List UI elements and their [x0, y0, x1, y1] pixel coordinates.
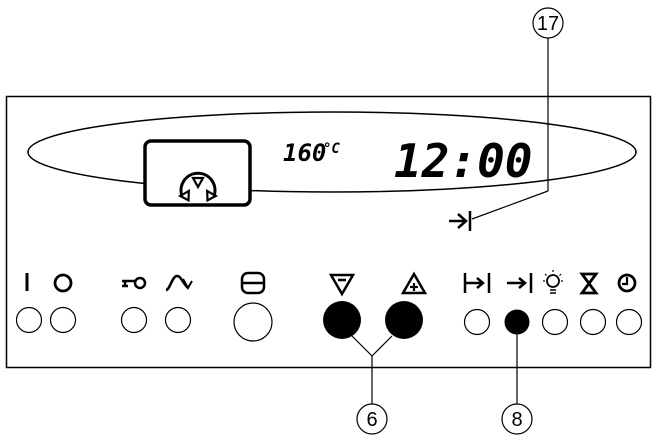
- light-button[interactable]: [541, 308, 569, 336]
- rapid-heat-button[interactable]: [164, 306, 192, 334]
- oven-function-icon: [240, 271, 266, 295]
- svg-text:8: 8: [511, 409, 522, 431]
- end-time-indicator-icon: [449, 211, 472, 231]
- duration-icon: [463, 273, 491, 293]
- callout-17: 17: [471, 7, 564, 220]
- svg-text:6: 6: [366, 409, 377, 431]
- mode-display-box: [143, 139, 252, 207]
- rapid-heat-icon: [165, 274, 193, 292]
- on-button[interactable]: [15, 306, 43, 334]
- end-time-button[interactable]: [504, 309, 530, 335]
- clock-button[interactable]: [615, 308, 643, 336]
- display-ellipse: [27, 111, 637, 193]
- duration-button[interactable]: [463, 308, 491, 336]
- callout-8: 8: [501, 334, 533, 435]
- light-bulb-icon: [543, 270, 563, 294]
- temperature-readout: 160: [283, 139, 326, 167]
- panel-frame: [5, 95, 652, 369]
- clock-icon: [617, 273, 637, 293]
- off-button[interactable]: [49, 306, 77, 334]
- temperature-unit: °C: [323, 141, 340, 157]
- minus-button[interactable]: [323, 301, 361, 339]
- fan-three-triangles-icon: [177, 171, 219, 203]
- key-lock-button[interactable]: [120, 306, 148, 334]
- callout-6: 6: [351, 335, 393, 435]
- svg-text:17: 17: [537, 13, 559, 35]
- triangle-minus-icon: [328, 273, 356, 297]
- triangle-plus-icon: [400, 271, 428, 295]
- end-time-icon: [507, 273, 533, 293]
- key-icon: [122, 276, 147, 290]
- off-circle-icon: [53, 273, 73, 293]
- hourglass-icon: [579, 272, 599, 295]
- function-button[interactable]: [233, 302, 273, 342]
- timer-button[interactable]: [579, 308, 607, 336]
- time-readout: 12:00: [394, 134, 532, 188]
- plus-button[interactable]: [385, 301, 423, 339]
